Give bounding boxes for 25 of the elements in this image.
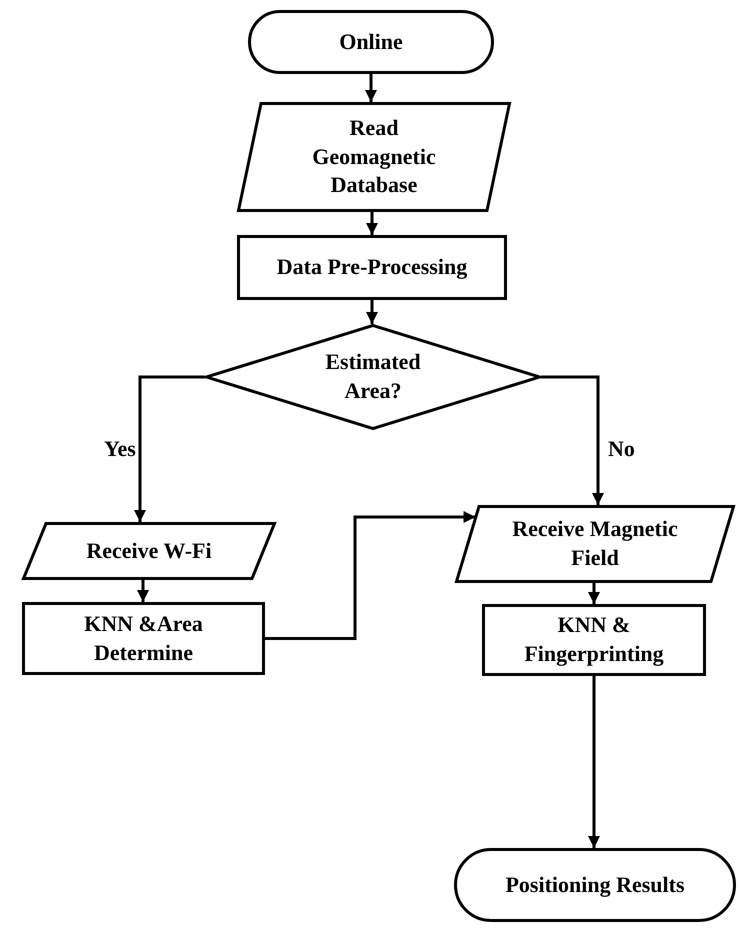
arrow bbox=[137, 580, 149, 602]
decision-diamond bbox=[205, 324, 541, 430]
process-box bbox=[237, 235, 507, 300]
node-label: KNN &Area Determine bbox=[83, 610, 204, 666]
node-label: Receive Magnetic Field bbox=[511, 515, 679, 572]
process-box bbox=[22, 602, 265, 675]
arrow bbox=[588, 676, 600, 848]
node-label: KNN & Fingerprinting bbox=[523, 611, 665, 668]
node-label: Positioning Results bbox=[505, 870, 685, 899]
arrow bbox=[365, 74, 377, 102]
process-box bbox=[482, 604, 706, 676]
arrow bbox=[366, 212, 378, 235]
arrow bbox=[541, 376, 604, 505]
node-label: Read Geomagnetic Database bbox=[311, 114, 437, 200]
arrow bbox=[588, 583, 600, 604]
input-parallelogram bbox=[22, 522, 276, 580]
arrow bbox=[134, 376, 205, 522]
node-label: Data Pre-Processing bbox=[276, 253, 468, 282]
input-parallelogram bbox=[455, 505, 735, 583]
node-label: Receive W-Fi bbox=[86, 536, 212, 565]
arrow bbox=[265, 511, 476, 640]
input-parallelogram bbox=[237, 102, 511, 212]
node-label: Estimated Area? bbox=[324, 348, 422, 405]
node-label: Online bbox=[339, 28, 403, 56]
arrow bbox=[366, 300, 378, 324]
